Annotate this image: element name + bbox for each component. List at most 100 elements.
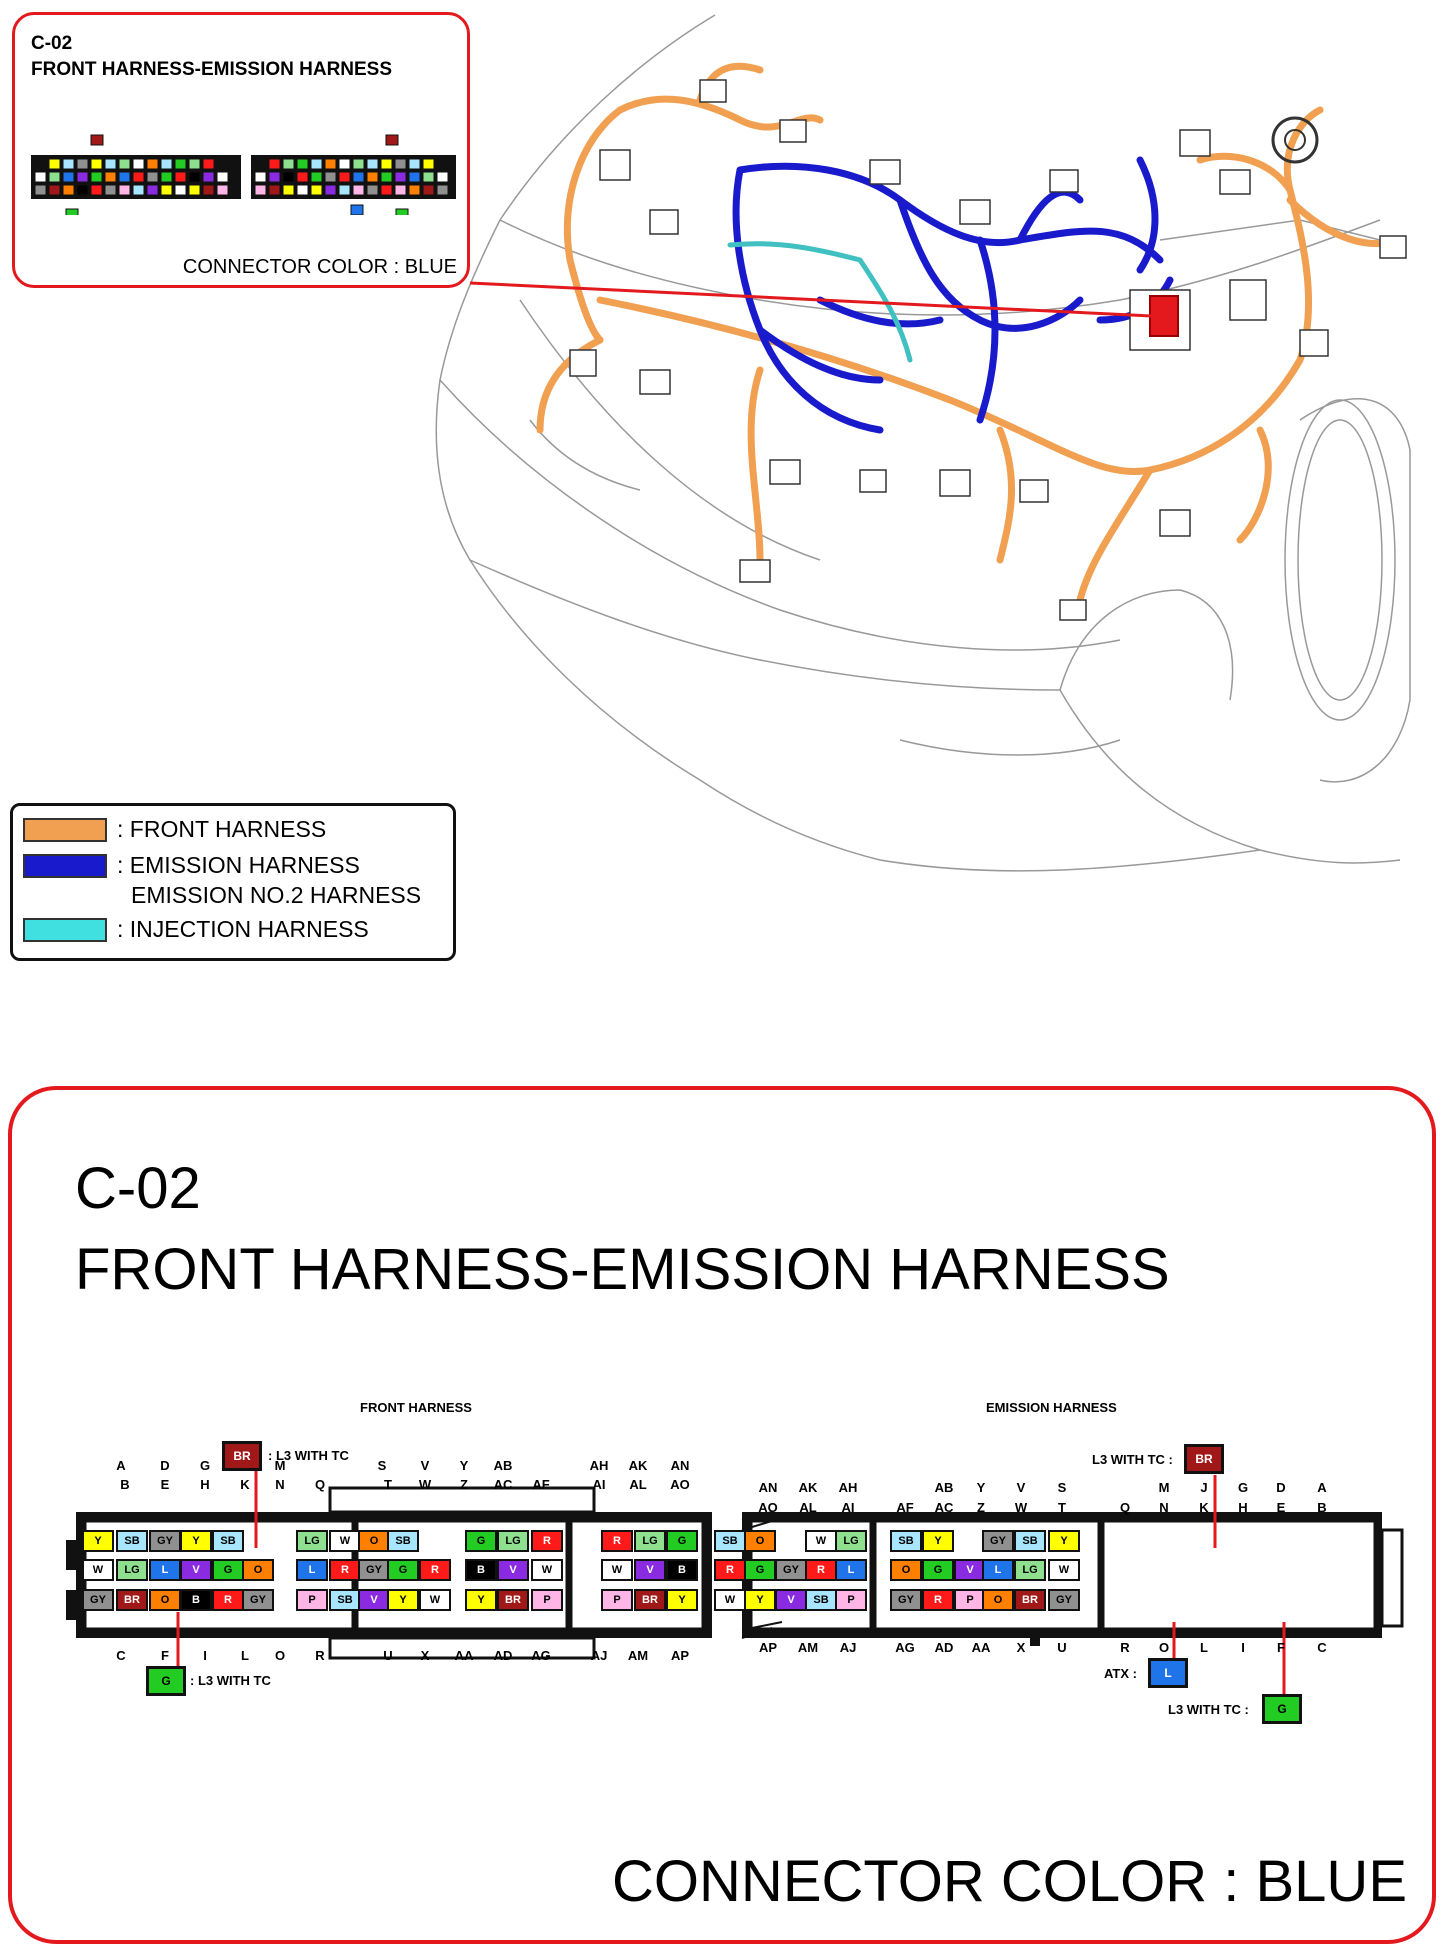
front-bottom-cavity-label: AD (493, 1648, 513, 1663)
emission-mid-cavity-label: H (1238, 1500, 1248, 1515)
emission-pin-r1-11: SB (1014, 1530, 1046, 1552)
emission-atx-pin: L (1148, 1658, 1188, 1688)
front-bottom-cavity-label: I (203, 1648, 207, 1663)
front-mid-cavity-label: N (275, 1477, 285, 1492)
inset-title: FRONT HARNESS-EMISSION HARNESS (31, 59, 393, 80)
emission-top-cavity-label: G (1237, 1480, 1249, 1495)
emission-pin-r1-1: R (601, 1530, 633, 1552)
front-pin-r3-10: Y (387, 1589, 419, 1611)
front-bottom-cavity-label: X (420, 1648, 430, 1663)
front-pin-r3-11: W (419, 1589, 451, 1611)
emission-top-cavity-label: J (1200, 1480, 1208, 1495)
inset-pin (118, 158, 131, 170)
inset-pin (436, 184, 449, 196)
emission-mid-cavity-label: T (1058, 1500, 1066, 1515)
front-mid-cavity-label: B (120, 1477, 130, 1492)
front-top-cavity-label: S (377, 1458, 387, 1473)
front-l3-with-tc-note: : L3 WITH TC (268, 1448, 349, 1463)
emission-pin-r3-13: BR (1014, 1589, 1046, 1611)
emission-bottom-cavity-label: AD (934, 1640, 954, 1655)
emission-bottom-cavity-label: AP (758, 1640, 778, 1655)
inset-pin (104, 184, 117, 196)
emission-pin-r2-6: GY (775, 1559, 807, 1581)
emission-pin-r1-12: Y (1048, 1530, 1080, 1552)
inset-pin (216, 184, 229, 196)
front-bottom-cavity-label: AG (531, 1648, 551, 1663)
main-code: C-02 (75, 1156, 201, 1221)
emission-top-cavity-label: S (1057, 1480, 1067, 1495)
inset-connector-color: CONNECTOR COLOR : BLUE (182, 256, 457, 278)
inset-pin (380, 158, 393, 170)
front-pin-r2-6: O (242, 1559, 274, 1581)
front-harness-legend-label: : FRONT HARNESS (117, 816, 327, 842)
inset-pin (296, 184, 309, 196)
front-mid-cavity-label: AF (532, 1477, 550, 1492)
front-bottom-cavity-label: R (315, 1648, 325, 1663)
inset-pin (76, 158, 89, 170)
inset-pin (394, 171, 407, 183)
emission-pin-r3-11: P (954, 1589, 986, 1611)
front-mid-cavity-label: Z (460, 1477, 468, 1492)
injection-harness-swatch (23, 918, 107, 942)
inset-pin (160, 158, 173, 170)
inset-pin (422, 158, 435, 170)
emission-pin-r1-2: LG (634, 1530, 666, 1552)
connector-inset: C-02 FRONT HARNESS-EMISSION HARNESS CONN… (12, 12, 470, 288)
inset-pin (352, 171, 365, 183)
front-top-cavity-label: AB (493, 1458, 513, 1473)
emission-bottom-cavity-label: AG (895, 1640, 915, 1655)
inset-pin (76, 184, 89, 196)
emission-l3-with-tc-note: L3 WITH TC : (1092, 1452, 1173, 1467)
front-bottom-cavity-label: AP (670, 1648, 690, 1663)
connector-detail-panel (8, 1086, 1436, 1944)
front-pin-r2-7: L (296, 1559, 328, 1581)
front-pin-r1-6: LG (296, 1530, 328, 1552)
emission-mid-cavity-label: W (1014, 1500, 1028, 1515)
emission-pin-r1-7: LG (835, 1530, 867, 1552)
inset-pin (174, 171, 187, 183)
inset-pin (436, 171, 449, 183)
front-pin-r3-7: P (296, 1589, 328, 1611)
emission-pin-r1-9: Y (922, 1530, 954, 1552)
front-bottom-cavity-label: F (161, 1648, 169, 1663)
inset-pin (296, 171, 309, 183)
inset-pin (366, 184, 379, 196)
emission-mid-cavity-label: E (1276, 1500, 1286, 1515)
emission-pin-r3-14: GY (1048, 1589, 1080, 1611)
inset-pin (422, 171, 435, 183)
inset-pin (268, 184, 281, 196)
inset-pin (48, 184, 61, 196)
emission-pin-r2-3: B (666, 1559, 698, 1581)
front-pin-r3-1: GY (82, 1589, 114, 1611)
front-pin-r3-2: BR (116, 1589, 148, 1611)
emission-harness-legend-label: : EMISSION HARNESS (117, 852, 360, 878)
inset-pin (408, 171, 421, 183)
emission-bottom-cavity-label: R (1120, 1640, 1130, 1655)
front-mid-cavity-label: Q (314, 1477, 326, 1492)
front-top-cavity-label: D (160, 1458, 170, 1473)
c02-connector-highlight (1149, 295, 1179, 337)
emission-pin-r3-12: O (982, 1589, 1014, 1611)
inset-pin (90, 184, 103, 196)
emission-pin-r2-2: V (634, 1559, 666, 1581)
emission-l3-with-tc-pin: BR (1184, 1444, 1224, 1474)
front-top-cavity-label: M (274, 1458, 286, 1473)
inset-pin (366, 158, 379, 170)
inset-pin (174, 158, 187, 170)
engine-bay-illustration (435, 14, 1411, 872)
inset-pin (282, 158, 295, 170)
emission-mid-cavity-label: AC (934, 1500, 954, 1515)
emission-bottom-cavity-label: X (1016, 1640, 1026, 1655)
emission-mid-cavity-label: AF (896, 1500, 914, 1515)
emission-pin-r1-10: GY (982, 1530, 1014, 1552)
inset-pin (188, 158, 201, 170)
emission-pin-r3-10: R (922, 1589, 954, 1611)
front-bottom-cavity-label: AJ (590, 1648, 608, 1663)
emission-mid-cavity-label: B (1317, 1500, 1327, 1515)
inset-pin (118, 184, 131, 196)
emission-pin-r2-12: L (982, 1559, 1014, 1581)
emission-top-cavity-label: AH (838, 1480, 858, 1495)
inset-pin (254, 171, 267, 183)
emission-bottom-cavity-label: U (1057, 1640, 1067, 1655)
front-top-cavity-label: Y (459, 1458, 469, 1473)
